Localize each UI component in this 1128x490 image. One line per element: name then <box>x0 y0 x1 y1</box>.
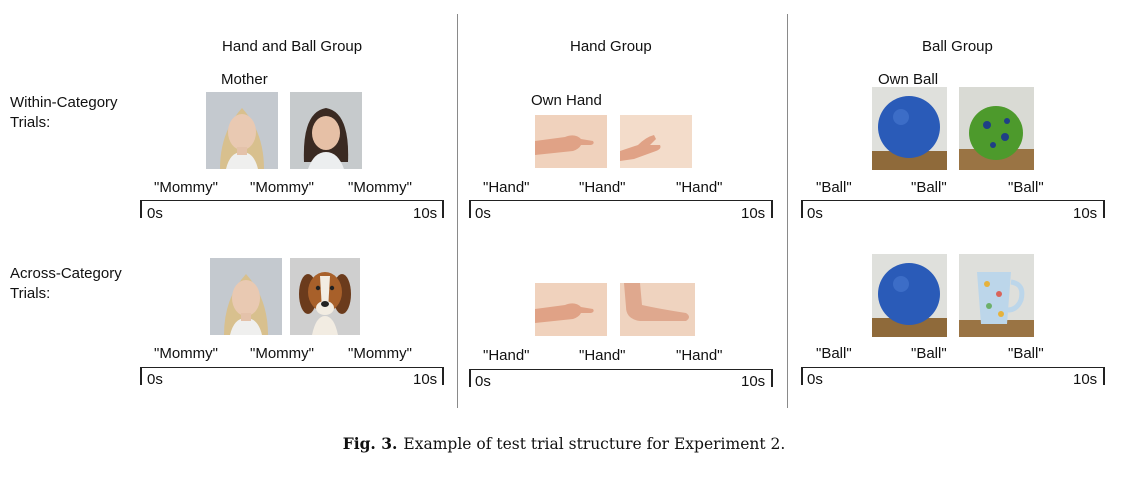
row-label-within: Within-Category Trials: <box>10 94 118 131</box>
timeline-start-label: 0s <box>475 205 491 222</box>
own-hand-image <box>535 283 607 336</box>
word-hand-3: "Hand" <box>676 179 723 196</box>
cup-image <box>959 254 1034 337</box>
word-ball-2: "Ball" <box>911 179 947 196</box>
group-header-hand-and-ball: Hand and Ball Group <box>222 38 363 55</box>
word-ball-3: "Ball" <box>1008 345 1044 362</box>
figure-caption: Fig. 3. Example of test trial structure f… <box>0 434 1128 453</box>
word-hand-1: "Hand" <box>483 347 530 364</box>
word-mommy-1: "Mommy" <box>154 179 218 196</box>
timeline-end-label: 10s <box>1073 371 1098 388</box>
blue-ball-image <box>872 87 947 170</box>
timeline-end-label: 10s <box>413 205 438 222</box>
mother-face-image <box>206 92 278 169</box>
separator-left <box>457 14 458 408</box>
timeline-start-label: 0s <box>475 373 491 390</box>
figure-number: Fig. 3. <box>342 434 398 453</box>
timeline-start-label: 0s <box>147 371 163 388</box>
timeline-start-label: 0s <box>147 205 163 222</box>
word-mommy-2: "Mommy" <box>250 179 314 196</box>
timeline-end-label: 10s <box>413 371 438 388</box>
timeline-end-label: 10s <box>741 205 766 222</box>
word-ball-2: "Ball" <box>911 345 947 362</box>
own-hand-image <box>535 115 607 168</box>
label-own-ball: Own Ball <box>878 71 939 88</box>
green-ball-image <box>959 87 1034 170</box>
blue-ball-image <box>872 254 947 337</box>
word-mommy-2: "Mommy" <box>250 345 314 362</box>
timeline-end-label: 10s <box>741 373 766 390</box>
mother-face-image <box>210 258 282 335</box>
label-mother: Mother <box>221 71 268 88</box>
word-ball-1: "Ball" <box>816 345 852 362</box>
woman-face-image <box>290 92 362 169</box>
group-header-hand: Hand Group <box>570 38 652 55</box>
word-hand-2: "Hand" <box>579 179 626 196</box>
timeline-end-label: 10s <box>1073 205 1098 222</box>
group-header-ball: Ball Group <box>922 38 993 55</box>
figure-caption-text: Example of test trial structure for Expe… <box>403 435 786 453</box>
separator-right <box>787 14 788 408</box>
word-ball-3: "Ball" <box>1008 179 1044 196</box>
row-label-across: Across-Category Trials: <box>10 265 122 302</box>
timeline-start-label: 0s <box>807 205 823 222</box>
hand-image <box>620 115 692 168</box>
foot-image <box>620 283 695 336</box>
timeline-start-label: 0s <box>807 371 823 388</box>
word-hand-3: "Hand" <box>676 347 723 364</box>
word-mommy-3: "Mommy" <box>348 345 412 362</box>
word-ball-1: "Ball" <box>816 179 852 196</box>
word-hand-1: "Hand" <box>483 179 530 196</box>
word-mommy-3: "Mommy" <box>348 179 412 196</box>
label-own-hand: Own Hand <box>531 92 602 109</box>
word-mommy-1: "Mommy" <box>154 345 218 362</box>
word-hand-2: "Hand" <box>579 347 626 364</box>
dog-image <box>290 258 360 335</box>
